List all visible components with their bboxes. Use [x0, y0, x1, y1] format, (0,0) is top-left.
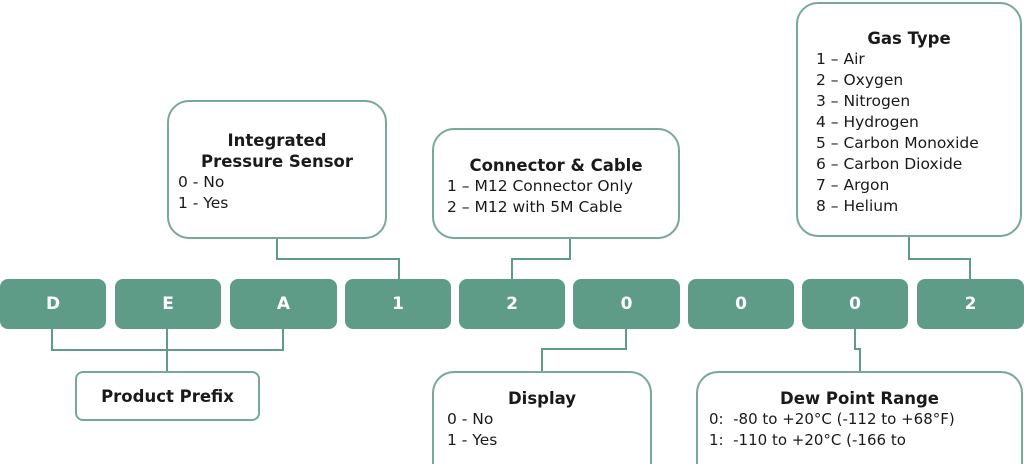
code-box-9: 2 — [917, 279, 1024, 329]
callout-gas-option-5: 6 – Carbon Dioxide — [816, 155, 963, 173]
callout-pressure-sensor: Integrated Pressure Sensor 0 - No 1 - Ye… — [167, 100, 387, 239]
callout-gas-option-2: 3 – Nitrogen — [816, 92, 911, 110]
callout-dewpoint-option-1: 1: -110 to +20°C (-166 to — [709, 431, 906, 449]
connector-pressure — [276, 238, 400, 279]
callout-connector-title: Connector & Cable — [469, 156, 643, 175]
callout-gas-type: Gas Type 1 – Air 2 – Oxygen 3 – Nitrogen… — [796, 2, 1022, 237]
callout-gas-option-7: 8 – Helium — [816, 197, 899, 215]
code-box-2: E — [115, 279, 221, 329]
callout-pressure-option-0: 0 - No — [178, 173, 225, 191]
callout-dewpoint-title: Dew Point Range — [780, 389, 939, 408]
callout-display: Display 0 - No 1 - Yes — [432, 371, 652, 464]
callout-gas-title: Gas Type — [867, 29, 951, 48]
connector-display — [541, 329, 627, 371]
callout-connector-option-0: 1 – M12 Connector Only — [447, 177, 633, 195]
code-box-1: D — [0, 279, 106, 329]
callout-gas-option-1: 2 – Oxygen — [816, 71, 904, 89]
callout-gas-option-4: 5 – Carbon Monoxide — [816, 134, 979, 152]
code-box-6: 0 — [573, 279, 680, 329]
callout-pressure-title-line1: Integrated — [227, 131, 327, 150]
callout-product-prefix: Product Prefix — [75, 371, 260, 421]
code-box-4: 1 — [345, 279, 451, 329]
callout-display-option-0: 0 - No — [447, 410, 494, 428]
code-box-8: 0 — [802, 279, 908, 329]
callout-gas-option-3: 4 – Hydrogen — [816, 113, 919, 131]
callout-pressure-option-1: 1 - Yes — [178, 194, 229, 212]
callout-pressure-title-line2: Pressure Sensor — [201, 152, 353, 171]
callout-gas-option-0: 1 – Air — [816, 50, 865, 68]
connector-cable — [511, 238, 571, 279]
callout-dewpoint-option-0: 0: -80 to +20°C (-112 to +68°F) — [709, 410, 955, 428]
callout-dew-point-range: Dew Point Range 0: -80 to +20°C (-112 to… — [696, 371, 1023, 464]
code-box-3: A — [230, 279, 337, 329]
callout-display-option-1: 1 - Yes — [447, 431, 498, 449]
connector-dewpoint — [854, 329, 861, 371]
callout-connector-cable: Connector & Cable 1 – M12 Connector Only… — [432, 128, 680, 239]
callout-prefix-title: Product Prefix — [101, 386, 234, 406]
connector-gas — [908, 236, 971, 279]
callout-connector-option-1: 2 – M12 with 5M Cable — [447, 198, 623, 216]
code-box-7: 0 — [688, 279, 794, 329]
callout-display-title: Display — [507, 389, 577, 408]
code-box-5: 2 — [459, 279, 565, 329]
callout-gas-option-6: 7 – Argon — [816, 176, 890, 194]
